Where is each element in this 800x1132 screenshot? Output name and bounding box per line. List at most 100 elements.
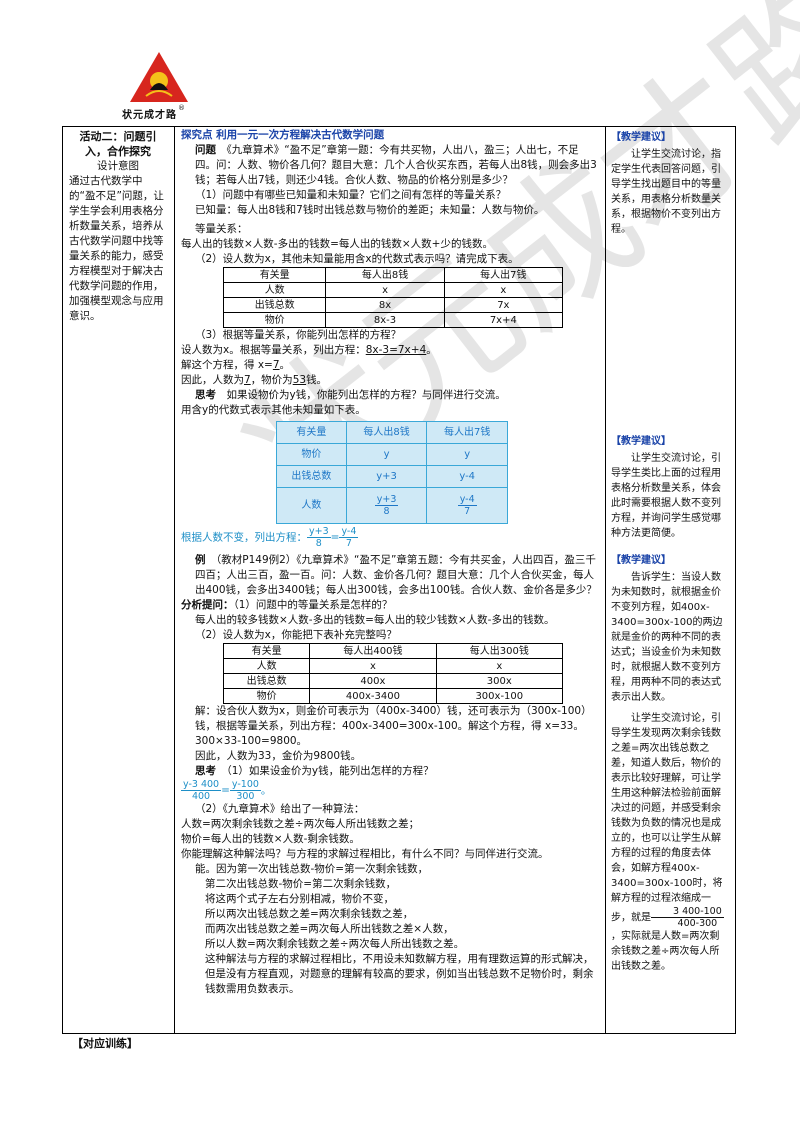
punct: 。 — [426, 344, 437, 356]
table-header: 有关量 — [222, 643, 311, 659]
table-cell: 物价 — [222, 688, 311, 704]
punct: 。 — [279, 359, 291, 371]
answer-people: 7 — [244, 374, 251, 386]
table-cell: x — [443, 282, 564, 298]
equals: = — [330, 531, 340, 544]
table-header: 有关量 — [222, 267, 327, 283]
main-column: 探究点 利用一元一次方程解决古代数学问题 问题 《九章算术》“盈不足”章第一题：… — [181, 128, 597, 997]
table-cell: y — [426, 443, 508, 466]
table-header: 有关量 — [276, 421, 347, 444]
table-1: 有关量 每人出8钱 每人出7钱 人数 x x 出钱总数 8x 7x 物价 8x-… — [222, 267, 564, 328]
equality-label: 等量关系： — [195, 223, 248, 235]
analysis-q1: （1）问题中的等量关系是怎样的？ — [233, 599, 393, 611]
think-label: 思考 — [195, 389, 216, 401]
frac-den: 8 — [315, 538, 322, 549]
answer-line: 这种解法与方程的求解过程相比，不用设未知数解方程，用有理数运算的形式解决，但是没… — [205, 953, 594, 995]
therefore-text: 钱。 — [306, 374, 328, 386]
suggestion-text: 让学生交流讨论，引导学生发现两次剩余钱数之差=两次出钱总数之差，知道人数后，物价… — [611, 711, 729, 974]
section-heading: 探究点 利用一元一次方程解决古代数学问题 — [181, 129, 385, 141]
equality-text: 每人出的钱数×人数-多出的钱数=每人出的钱数×人数+少的钱数。 — [181, 238, 493, 250]
lesson-table: 活动二：问题引入，合作探究 设计意图 通过古代数学中的“盈不足”问题，让学生学会… — [62, 126, 736, 1034]
algo-question: 你能理解这种解法吗？与方程的求解过程相比，有什么不同？与同伴进行交流。 — [181, 848, 549, 860]
design-intent-text: 通过古代数学中的“盈不足”问题，让学生学会利用表格分析数量关系，培养从古代数学问… — [69, 175, 164, 322]
therefore-text: ，物价为 — [250, 374, 293, 386]
table-3: 有关量 每人出400钱 每人出300钱 人数 x x 出钱总数 400x 300… — [222, 643, 564, 704]
divider — [174, 127, 175, 1033]
think2-q2: （2）《九章算术》给出了一种算法： — [195, 803, 365, 815]
answer-line: 所以人数=两次剩余钱数之差÷两次每人所出钱数之差。 — [205, 938, 465, 950]
right-column: 【教学建议】 让学生交流讨论，指定学生代表回答问题，引导学生找出题目中的等量关系… — [611, 130, 729, 974]
solution-text: 解：设合伙人数为x，则金价可表示为（400x-3400）钱，还可表示为（300x… — [195, 705, 592, 732]
answer-line: 能。因为第一次出钱总数-物价=第一次剩余钱数， — [195, 863, 429, 875]
set-text: 设人数为x。根据等量关系，列出方程： — [181, 344, 366, 356]
table-cell: 400x-3400 — [309, 688, 437, 704]
table-header: 每人出7钱 — [426, 421, 508, 444]
table-cell: x — [309, 658, 437, 674]
algo-2: 物价=每人出的钱数×人数-剩余钱数。 — [181, 833, 360, 845]
equation-answer: 8x-3=7x+4 — [365, 344, 427, 356]
table-cell: 300x — [435, 673, 564, 689]
table-cell: 人数 — [222, 282, 327, 298]
logo: 状元成才路 ® — [122, 50, 190, 122]
answer-line: 将这两个式子左右分别相减，物价不变， — [205, 893, 394, 905]
suggestion-text: 让学生交流讨论，指定学生代表回答问题，引导学生找出题目中的等量关系，用表格分析数… — [611, 149, 721, 235]
suggestion-title: 【教学建议】 — [611, 555, 671, 566]
question-3: （3）根据等量关系，你能列出怎样的方程？ — [195, 329, 402, 341]
problem-text: 《九章算术》“盈不足”章第一题：今有共买物，人出八，盈三；人出七，不足四。问：人… — [195, 144, 597, 186]
frac-num: y-4 — [339, 526, 359, 538]
footer-heading: 【对应训练】 — [72, 1037, 138, 1050]
table-cell: 7x — [443, 297, 564, 313]
frac-num: 3 400-100 — [651, 906, 724, 918]
frac-den: 400-300 — [677, 918, 718, 929]
frac-num: y+3 — [374, 494, 399, 506]
punct: 。 — [260, 784, 272, 797]
therefore-text: 因此，人数为 — [181, 374, 244, 386]
answer-line: 而两次出钱总数之差=两次每人所出钱数之差×人数， — [205, 923, 454, 935]
table-header: 每人出8钱 — [345, 421, 428, 444]
suggestion-title: 【教学建议】 — [611, 132, 671, 143]
algo-1: 人数=两次剩余钱数之差÷两次每人所出钱数之差； — [181, 818, 420, 830]
solve-answer: 7 — [272, 359, 280, 371]
answer-line: 第二次出钱总数-物价=第二次剩余钱数， — [205, 878, 397, 890]
table-header: 每人出300钱 — [435, 643, 564, 659]
suggestion-title: 【教学建议】 — [611, 436, 671, 447]
frac-den: 7 — [345, 538, 352, 549]
registered-mark: ® — [178, 104, 185, 112]
think2-q1: （1）如果设金价为y钱，能列出怎样的方程？ — [226, 765, 434, 777]
table-cell: 人数 — [222, 658, 311, 674]
frac-num: y+3 — [307, 526, 331, 538]
table-header: 每人出7钱 — [443, 267, 564, 283]
table-cell: 300x-100 — [435, 688, 564, 704]
table-cell: 出钱总数 — [276, 465, 347, 488]
solve-text: 解这个方程，得 x= — [181, 359, 273, 371]
suggestion-text: 告诉学生：当设人数为未知数时，就根据金价不变列方程，如400x-3400=300… — [611, 572, 723, 703]
frac-den: 400 — [191, 791, 211, 802]
problem-label: 问题 — [195, 144, 216, 156]
frac-num: y-100 — [229, 779, 261, 791]
example-label: 例 — [195, 554, 206, 566]
table-header: 每人出400钱 — [309, 643, 437, 659]
suggestion-text-part: ，实际就是人数=两次剩余钱数之差÷两次每人所出钱数之差。 — [611, 931, 720, 972]
equation-line-text: 根据人数不变，列出方程： — [181, 531, 307, 544]
table-cell: 400x — [309, 673, 437, 689]
frac-den: 7 — [464, 506, 471, 517]
table-header: 每人出8钱 — [325, 267, 445, 283]
think-text: 如果设物价为y钱，你能列出怎样的方程？与同伴进行交流。 — [226, 389, 506, 401]
question-1: （1）问题中有哪些已知量和未知量？它们之间有怎样的等量关系？ — [195, 189, 507, 201]
frac-num: y-4 — [457, 494, 477, 506]
table-cell: 物价 — [222, 312, 327, 328]
table-cell: 物价 — [276, 443, 347, 466]
table-cell: y — [345, 443, 428, 466]
answer-price: 53 — [292, 374, 307, 386]
activity-title: 活动二：问题引入，合作探究 — [79, 130, 157, 158]
table-cell: 8x-3 — [325, 312, 445, 328]
frac-den: 300 — [236, 791, 255, 802]
question-2: （2）设人数为x，其他未知量能用含x的代数式表示吗？请完成下表。 — [195, 253, 519, 265]
logo-brand-text: 状元成才路 — [122, 110, 177, 121]
calc-text: 300×33-100=9800。 — [195, 735, 308, 747]
frac-num: y-3 400 — [181, 779, 222, 791]
